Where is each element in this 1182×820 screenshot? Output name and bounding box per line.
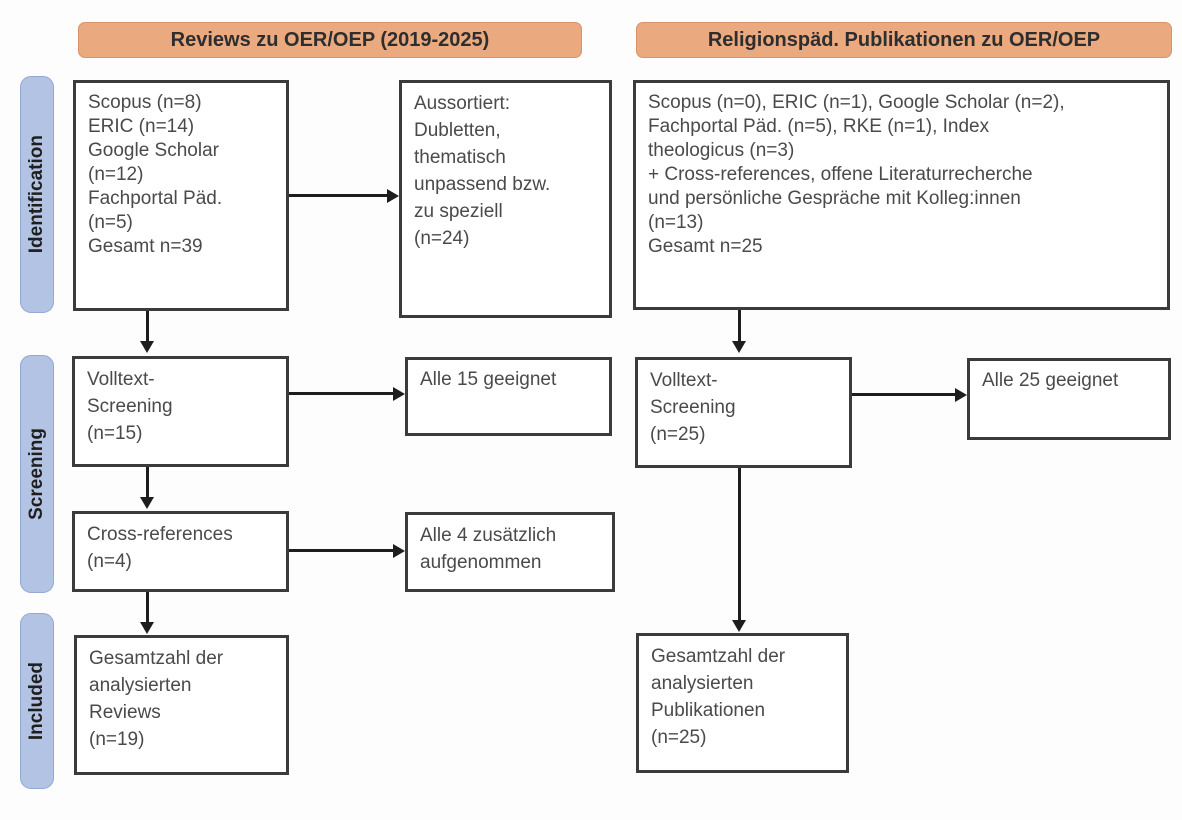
- arrowhead-left-crossrefs-to-included: [140, 622, 154, 634]
- box-left-included: Gesamtzahl der analysierten Reviews (n=1…: [74, 635, 289, 775]
- stage-label-included: Included: [20, 613, 54, 789]
- connector-right-sources-to-fulltext: [738, 310, 741, 343]
- arrowhead-right-fulltext-to-result: [955, 388, 967, 402]
- connector-left-sources-to-fulltext: [146, 311, 149, 343]
- stage-label-screening: Screening: [20, 355, 54, 593]
- connector-left-fulltext-to-result: [289, 392, 393, 395]
- box-right-included: Gesamtzahl der analysierten Publikatione…: [636, 633, 849, 773]
- connector-left-sources-to-excluded: [289, 194, 387, 197]
- arrowhead-right-fulltext-to-included: [732, 620, 746, 632]
- connector-left-crossrefs-to-result: [289, 549, 393, 552]
- box-right-fulltext-screening: Volltext- Screening (n=25): [635, 357, 852, 468]
- stage-label-identification: Identification: [20, 76, 54, 313]
- arrowhead-left-fulltext-to-crossrefs: [140, 497, 154, 509]
- column-header-right: Religionspäd. Publikationen zu OER/OEP: [636, 22, 1172, 58]
- connector-left-crossrefs-to-included: [146, 592, 149, 624]
- arrowhead-left-fulltext-to-result: [393, 387, 405, 401]
- box-right-sources: Scopus (n=0), ERIC (n=1), Google Scholar…: [633, 80, 1170, 310]
- connector-right-fulltext-to-included: [738, 468, 741, 622]
- stage-label-identification-text: Identification: [26, 135, 47, 254]
- arrowhead-left-sources-to-excluded: [387, 189, 399, 203]
- stage-label-included-text: Included: [26, 661, 47, 741]
- box-left-fulltext-result: Alle 15 geeignet: [405, 357, 612, 436]
- column-header-left-label: Reviews zu OER/OEP (2019-2025): [170, 28, 490, 51]
- box-left-fulltext-screening: Volltext- Screening (n=15): [72, 356, 289, 467]
- arrowhead-left-sources-to-fulltext: [140, 341, 154, 353]
- column-header-left: Reviews zu OER/OEP (2019-2025): [78, 22, 582, 58]
- column-header-right-label: Religionspäd. Publikationen zu OER/OEP: [707, 28, 1101, 51]
- box-left-sources: Scopus (n=8) ERIC (n=14) Google Scholar …: [73, 80, 289, 311]
- stage-label-screening-text: Screening: [26, 428, 47, 520]
- box-right-fulltext-result: Alle 25 geeignet: [967, 358, 1171, 440]
- connector-left-fulltext-to-crossrefs: [146, 467, 149, 499]
- box-left-crossrefs: Cross-references (n=4): [72, 511, 289, 592]
- connector-right-fulltext-to-result: [852, 393, 955, 396]
- box-left-excluded: Aussortiert: Dubletten, thematisch unpas…: [399, 80, 612, 318]
- box-left-crossrefs-result: Alle 4 zusätzlich aufgenommen: [405, 512, 615, 592]
- arrowhead-left-crossrefs-to-result: [393, 544, 405, 558]
- arrowhead-right-sources-to-fulltext: [732, 341, 746, 353]
